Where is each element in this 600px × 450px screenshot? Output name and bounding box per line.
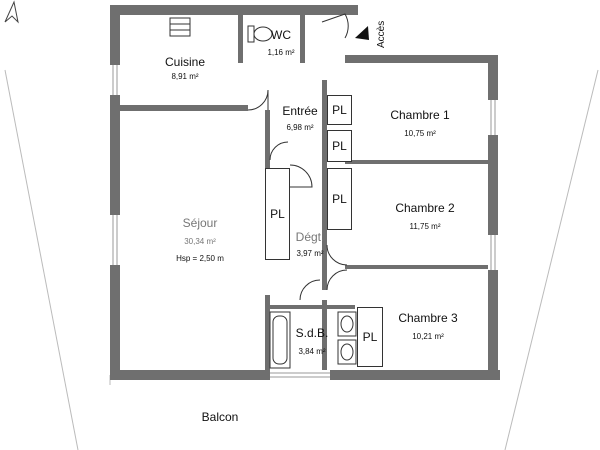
room-area: 1,16 m² bbox=[267, 48, 295, 57]
room-area: 10,21 m² bbox=[412, 332, 444, 341]
room-name: WC bbox=[271, 28, 291, 42]
room-area: 8,91 m² bbox=[171, 72, 199, 81]
placard-chambre3: PL bbox=[357, 307, 383, 367]
room-area: 11,75 m² bbox=[409, 222, 441, 231]
room-name: Dégt. bbox=[295, 230, 325, 244]
windows bbox=[112, 65, 496, 378]
room-degt: Dégt. 3,97 m² bbox=[285, 230, 335, 258]
room-area: 30,34 m² bbox=[184, 237, 216, 246]
compass-icon bbox=[4, 0, 19, 24]
room-name: Chambre 1 bbox=[390, 108, 450, 122]
room-wc: WC 1,16 m² bbox=[256, 28, 306, 57]
room-chambre1: Chambre 1 10,75 m² bbox=[380, 108, 460, 138]
entrance-arrow-icon bbox=[355, 26, 369, 40]
room-chambre3: Chambre 3 10,21 m² bbox=[388, 311, 468, 341]
room-sejour: Séjour 30,34 m² Hsp = 2,50 m bbox=[160, 216, 240, 263]
room-area: 6,98 m² bbox=[286, 123, 314, 132]
room-name: Chambre 3 bbox=[398, 311, 458, 325]
room-chambre2: Chambre 2 11,75 m² bbox=[380, 201, 470, 231]
placard-chambre1: PL bbox=[327, 130, 352, 162]
toilet-icon bbox=[247, 25, 273, 43]
room-name: Cuisine bbox=[164, 55, 206, 69]
walls bbox=[110, 5, 500, 380]
room-name: Séjour bbox=[182, 216, 218, 230]
room-name: S.d.B. bbox=[295, 326, 329, 340]
balcony-label: Balcon bbox=[201, 410, 239, 424]
room-area: 10,75 m² bbox=[404, 129, 436, 138]
room-cuisine: Cuisine 8,91 m² bbox=[150, 55, 220, 81]
bathtub-icon bbox=[269, 311, 291, 369]
door-swings bbox=[247, 13, 349, 301]
room-area: 3,84 m² bbox=[298, 347, 326, 356]
room-name: Chambre 2 bbox=[395, 201, 455, 215]
placard-entree: PL bbox=[327, 95, 352, 125]
room-entree: Entrée 6,98 m² bbox=[275, 104, 325, 132]
placard-degt: PL bbox=[265, 168, 290, 260]
placard-chambre2: PL bbox=[327, 168, 352, 230]
washbasin-icon bbox=[337, 311, 357, 365]
room-sdb: S.d.B. 3,84 m² bbox=[292, 326, 332, 356]
room-height: Hsp = 2,50 m bbox=[176, 254, 224, 263]
room-area: 3,97 m² bbox=[296, 249, 324, 258]
room-name: Entrée bbox=[282, 104, 318, 118]
access-label: Accès bbox=[376, 20, 387, 48]
sink-icon bbox=[169, 17, 191, 37]
